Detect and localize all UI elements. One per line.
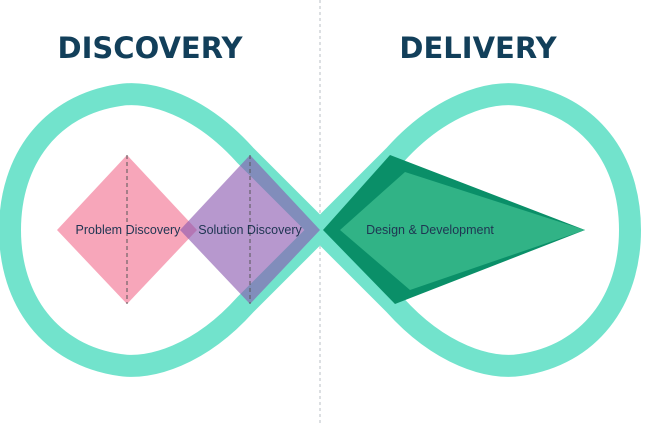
delivery-title: DELIVERY [399,31,557,65]
solution-discovery-diamond [180,155,320,304]
solution-discovery-label: Solution Discovery [198,223,302,237]
discovery-title: DISCOVERY [58,31,244,65]
design-development-label: Design & Development [366,223,494,237]
problem-discovery-label: Problem Discovery [76,223,182,237]
development-arrow [340,172,585,290]
problem-discovery-diamond [57,155,197,304]
